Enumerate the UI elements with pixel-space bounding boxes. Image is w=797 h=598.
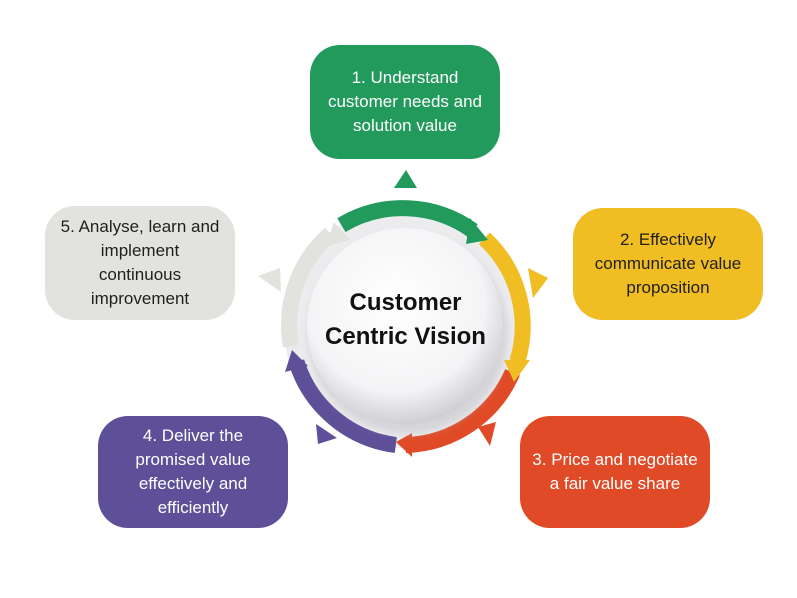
step-4-box: 4. Deliver the promised value effectivel… [98, 416, 288, 528]
arc-arrowhead-5 [326, 222, 350, 246]
step-3-box: 3. Price and negotiate a fair value shar… [520, 416, 710, 528]
arc-arrowhead-2 [504, 360, 530, 382]
arc-step-5 [281, 227, 336, 348]
arc-step-3 [405, 368, 520, 453]
arc-step-1 [337, 200, 478, 238]
arc-arrowhead-1 [466, 218, 488, 244]
step-2-box: 2. Effectively communicate value proposi… [573, 208, 763, 320]
pointer-step-2 [528, 268, 548, 298]
pointer-step-3 [478, 422, 496, 446]
arc-arrowhead-3 [396, 433, 412, 457]
step-2-label: 2. Effectively communicate value proposi… [594, 230, 742, 297]
pointer-step-5 [258, 268, 281, 292]
center-title: Customer Centric Vision [325, 289, 486, 350]
center-sphere [307, 228, 503, 424]
step-1-label: 1. Understand customer needs and solutio… [327, 68, 483, 135]
arc-arrowhead-4 [285, 350, 308, 372]
step-4-label: 4. Deliver the promised value effectivel… [135, 426, 251, 517]
arc-step-2 [478, 232, 531, 365]
step-3-label: 3. Price and negotiate a fair value shar… [532, 450, 698, 493]
pointer-step-1 [394, 170, 417, 188]
arc-step-4 [288, 359, 397, 453]
step-5-label: 5. Analyse, learn and implement continuo… [60, 217, 220, 308]
pointer-step-4 [316, 424, 337, 444]
step-1-box: 1. Understand customer needs and solutio… [310, 45, 500, 159]
step-5-box: 5. Analyse, learn and implement continuo… [45, 206, 235, 320]
